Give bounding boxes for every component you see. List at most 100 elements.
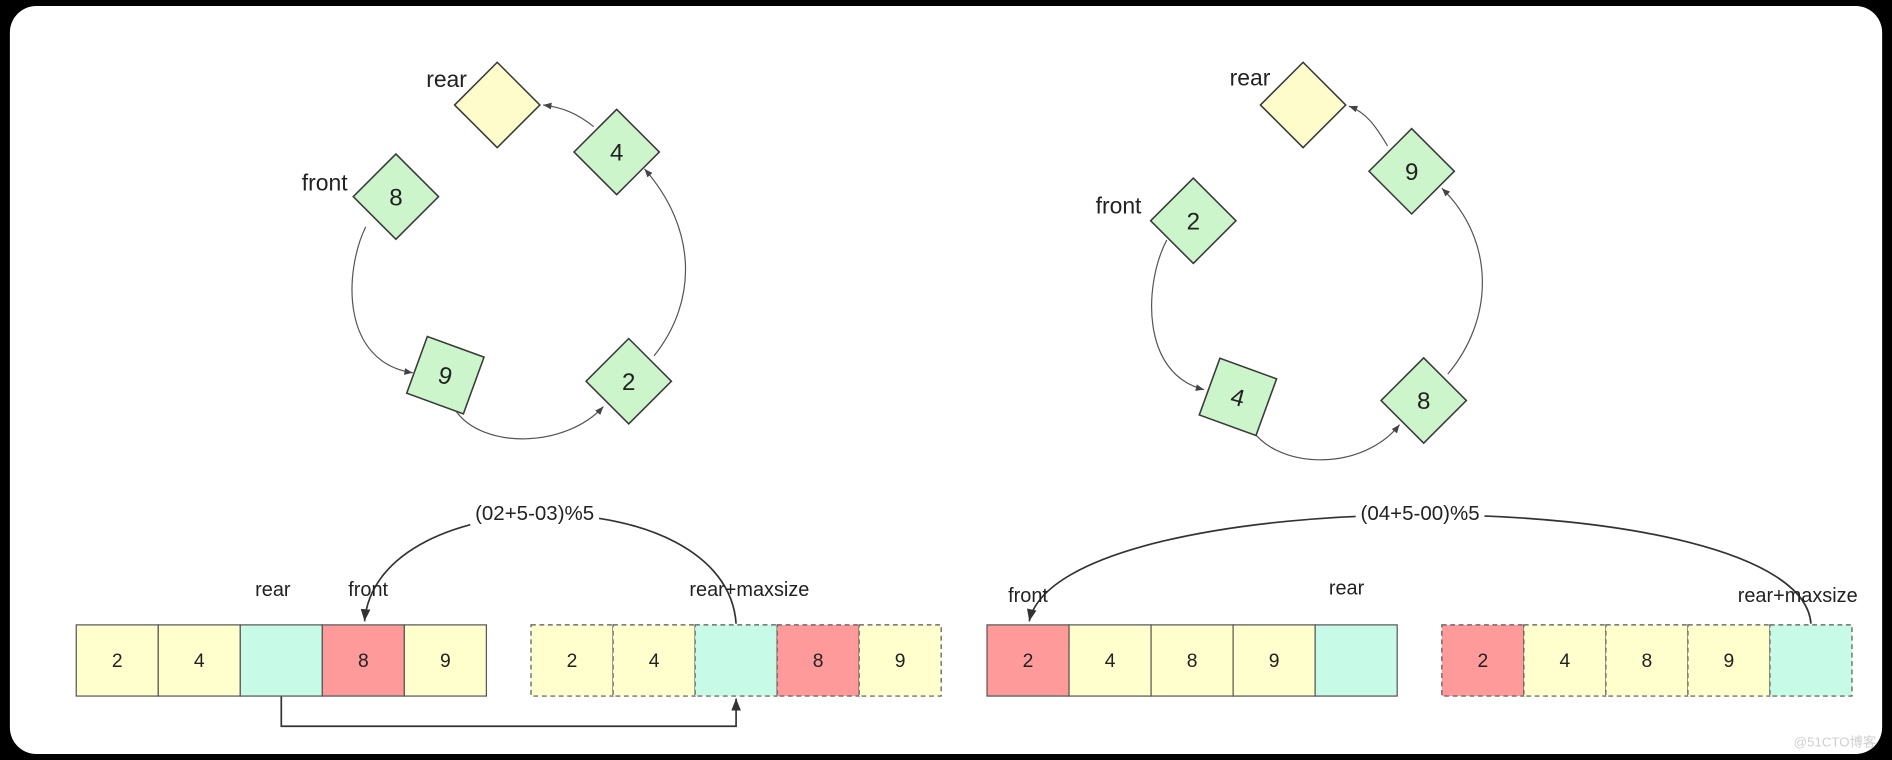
array-cell-box — [1769, 624, 1853, 697]
array-cell-value: 2 — [112, 651, 123, 672]
array-cell: 2 — [1441, 624, 1525, 697]
ring-node — [1259, 61, 1347, 149]
ring-arrow — [1441, 187, 1483, 375]
rear-to-extended-rear-connector — [280, 696, 741, 728]
ring-node: 4 — [572, 108, 661, 196]
array-cell-value: 2 — [567, 651, 578, 672]
array-cell-box — [1232, 624, 1316, 697]
array-cell-value: 9 — [895, 651, 906, 672]
array-cell: 9 — [403, 624, 487, 697]
front-pointer-label: front — [348, 579, 388, 601]
array-cell-value: 9 — [1724, 651, 1735, 672]
empty-slot-diamond — [453, 61, 541, 149]
queue-array-extended: 2 4 8 9 — [530, 624, 942, 697]
array-cell-box — [75, 624, 159, 697]
array-cell: 4 — [1068, 624, 1152, 697]
rear-label: rear — [1230, 65, 1271, 91]
empty-slot-diamond — [1259, 61, 1347, 149]
queue-array: 2 4 8 9 — [75, 624, 487, 697]
array-cell-value: 4 — [1105, 651, 1116, 672]
array-cell-box — [612, 624, 696, 697]
node-value: 9 — [1405, 159, 1418, 186]
array-cell-box — [776, 624, 860, 697]
array-cell: 4 — [612, 624, 696, 697]
node-diamond — [1379, 356, 1468, 445]
array-cell: 9 — [858, 624, 942, 697]
ring-arrow — [455, 406, 604, 440]
array-cell-box — [986, 624, 1070, 697]
array-cell-value: 4 — [194, 651, 205, 672]
ring-node: 9 — [1367, 127, 1456, 216]
ring-node: 4 — [1198, 357, 1278, 437]
queue-array: 2 4 8 9 — [986, 624, 1398, 697]
node-diamond — [1198, 357, 1278, 437]
array-cell-box — [858, 624, 942, 697]
array-cell: 9 — [1232, 624, 1316, 697]
array-cell-box — [1441, 624, 1525, 697]
array-cell: 2 — [75, 624, 159, 697]
array-cell — [1314, 624, 1398, 697]
queue-array-extended: 2 4 8 9 — [1441, 624, 1853, 697]
array-cell-value: 8 — [1187, 651, 1198, 672]
node-diamond — [352, 152, 440, 241]
array-cell-box — [1068, 624, 1152, 697]
array-cell-value: 4 — [1559, 651, 1570, 672]
length-formula: (02+5-03)%5 — [475, 502, 594, 525]
watermark: @51CTO博客 — [1794, 734, 1876, 750]
ring-node: 8 — [352, 152, 440, 241]
array-cell-value: 2 — [1023, 651, 1034, 672]
node-value: 8 — [389, 184, 402, 211]
left-array-section: (02+5-03)%5 rear front rear+maxsize 2 4 8 9… — [75, 500, 942, 728]
array-cell-value: 9 — [1269, 651, 1280, 672]
array-cell-box — [1314, 624, 1398, 697]
array-cell-box — [321, 624, 405, 697]
front-label: front — [1096, 193, 1142, 219]
array-cell: 9 — [1687, 624, 1771, 697]
array-cell-box — [403, 624, 487, 697]
array-cell-box — [1605, 624, 1689, 697]
array-cell: 4 — [157, 624, 241, 697]
ring-arrow — [1348, 105, 1389, 147]
array-cell-value: 4 — [649, 651, 660, 672]
ring-node: 8 — [1379, 356, 1468, 445]
array-cell-box — [239, 624, 323, 697]
array-cell-box — [157, 624, 241, 697]
node-value: 8 — [1417, 388, 1430, 415]
node-diamond — [584, 337, 673, 425]
ring-nodes: 2 4 8 9 — [1149, 61, 1468, 445]
rear-label: rear — [426, 66, 467, 92]
array-cell-value: 9 — [440, 651, 451, 672]
ring-arrow — [351, 226, 413, 375]
array-cell: 8 — [1605, 624, 1689, 697]
array-cell-box — [1687, 624, 1771, 697]
rear-maxsize-pointer-label: rear+maxsize — [689, 579, 809, 601]
array-cell-value: 2 — [1477, 651, 1488, 672]
array-cell-value: 8 — [358, 651, 369, 672]
array-cell: 2 — [530, 624, 614, 697]
ring-arrow — [1251, 424, 1401, 461]
array-cell — [239, 624, 323, 697]
front-label: front — [302, 170, 348, 196]
ring-node — [453, 61, 541, 149]
node-diamond — [572, 108, 661, 196]
length-formula: (04+5-00)%5 — [1361, 502, 1480, 525]
ring-node: 9 — [405, 335, 486, 415]
rear-pointer-label: rear — [255, 579, 291, 601]
node-diamond — [1149, 177, 1238, 265]
node-diamond — [1367, 127, 1456, 216]
array-cell-box — [530, 624, 614, 697]
array-cell: 2 — [986, 624, 1070, 697]
array-cell-box — [694, 624, 778, 697]
node-value: 2 — [1187, 208, 1200, 235]
rear-maxsize-pointer-label: rear+maxsize — [1738, 585, 1858, 607]
array-cell-box — [1523, 624, 1607, 697]
array-cell-box — [1150, 624, 1234, 697]
array-cell: 4 — [1523, 624, 1607, 697]
array-cell — [1769, 624, 1853, 697]
right-ring: front rear 2 4 8 9 — [1096, 61, 1483, 461]
array-cell: 8 — [776, 624, 860, 697]
